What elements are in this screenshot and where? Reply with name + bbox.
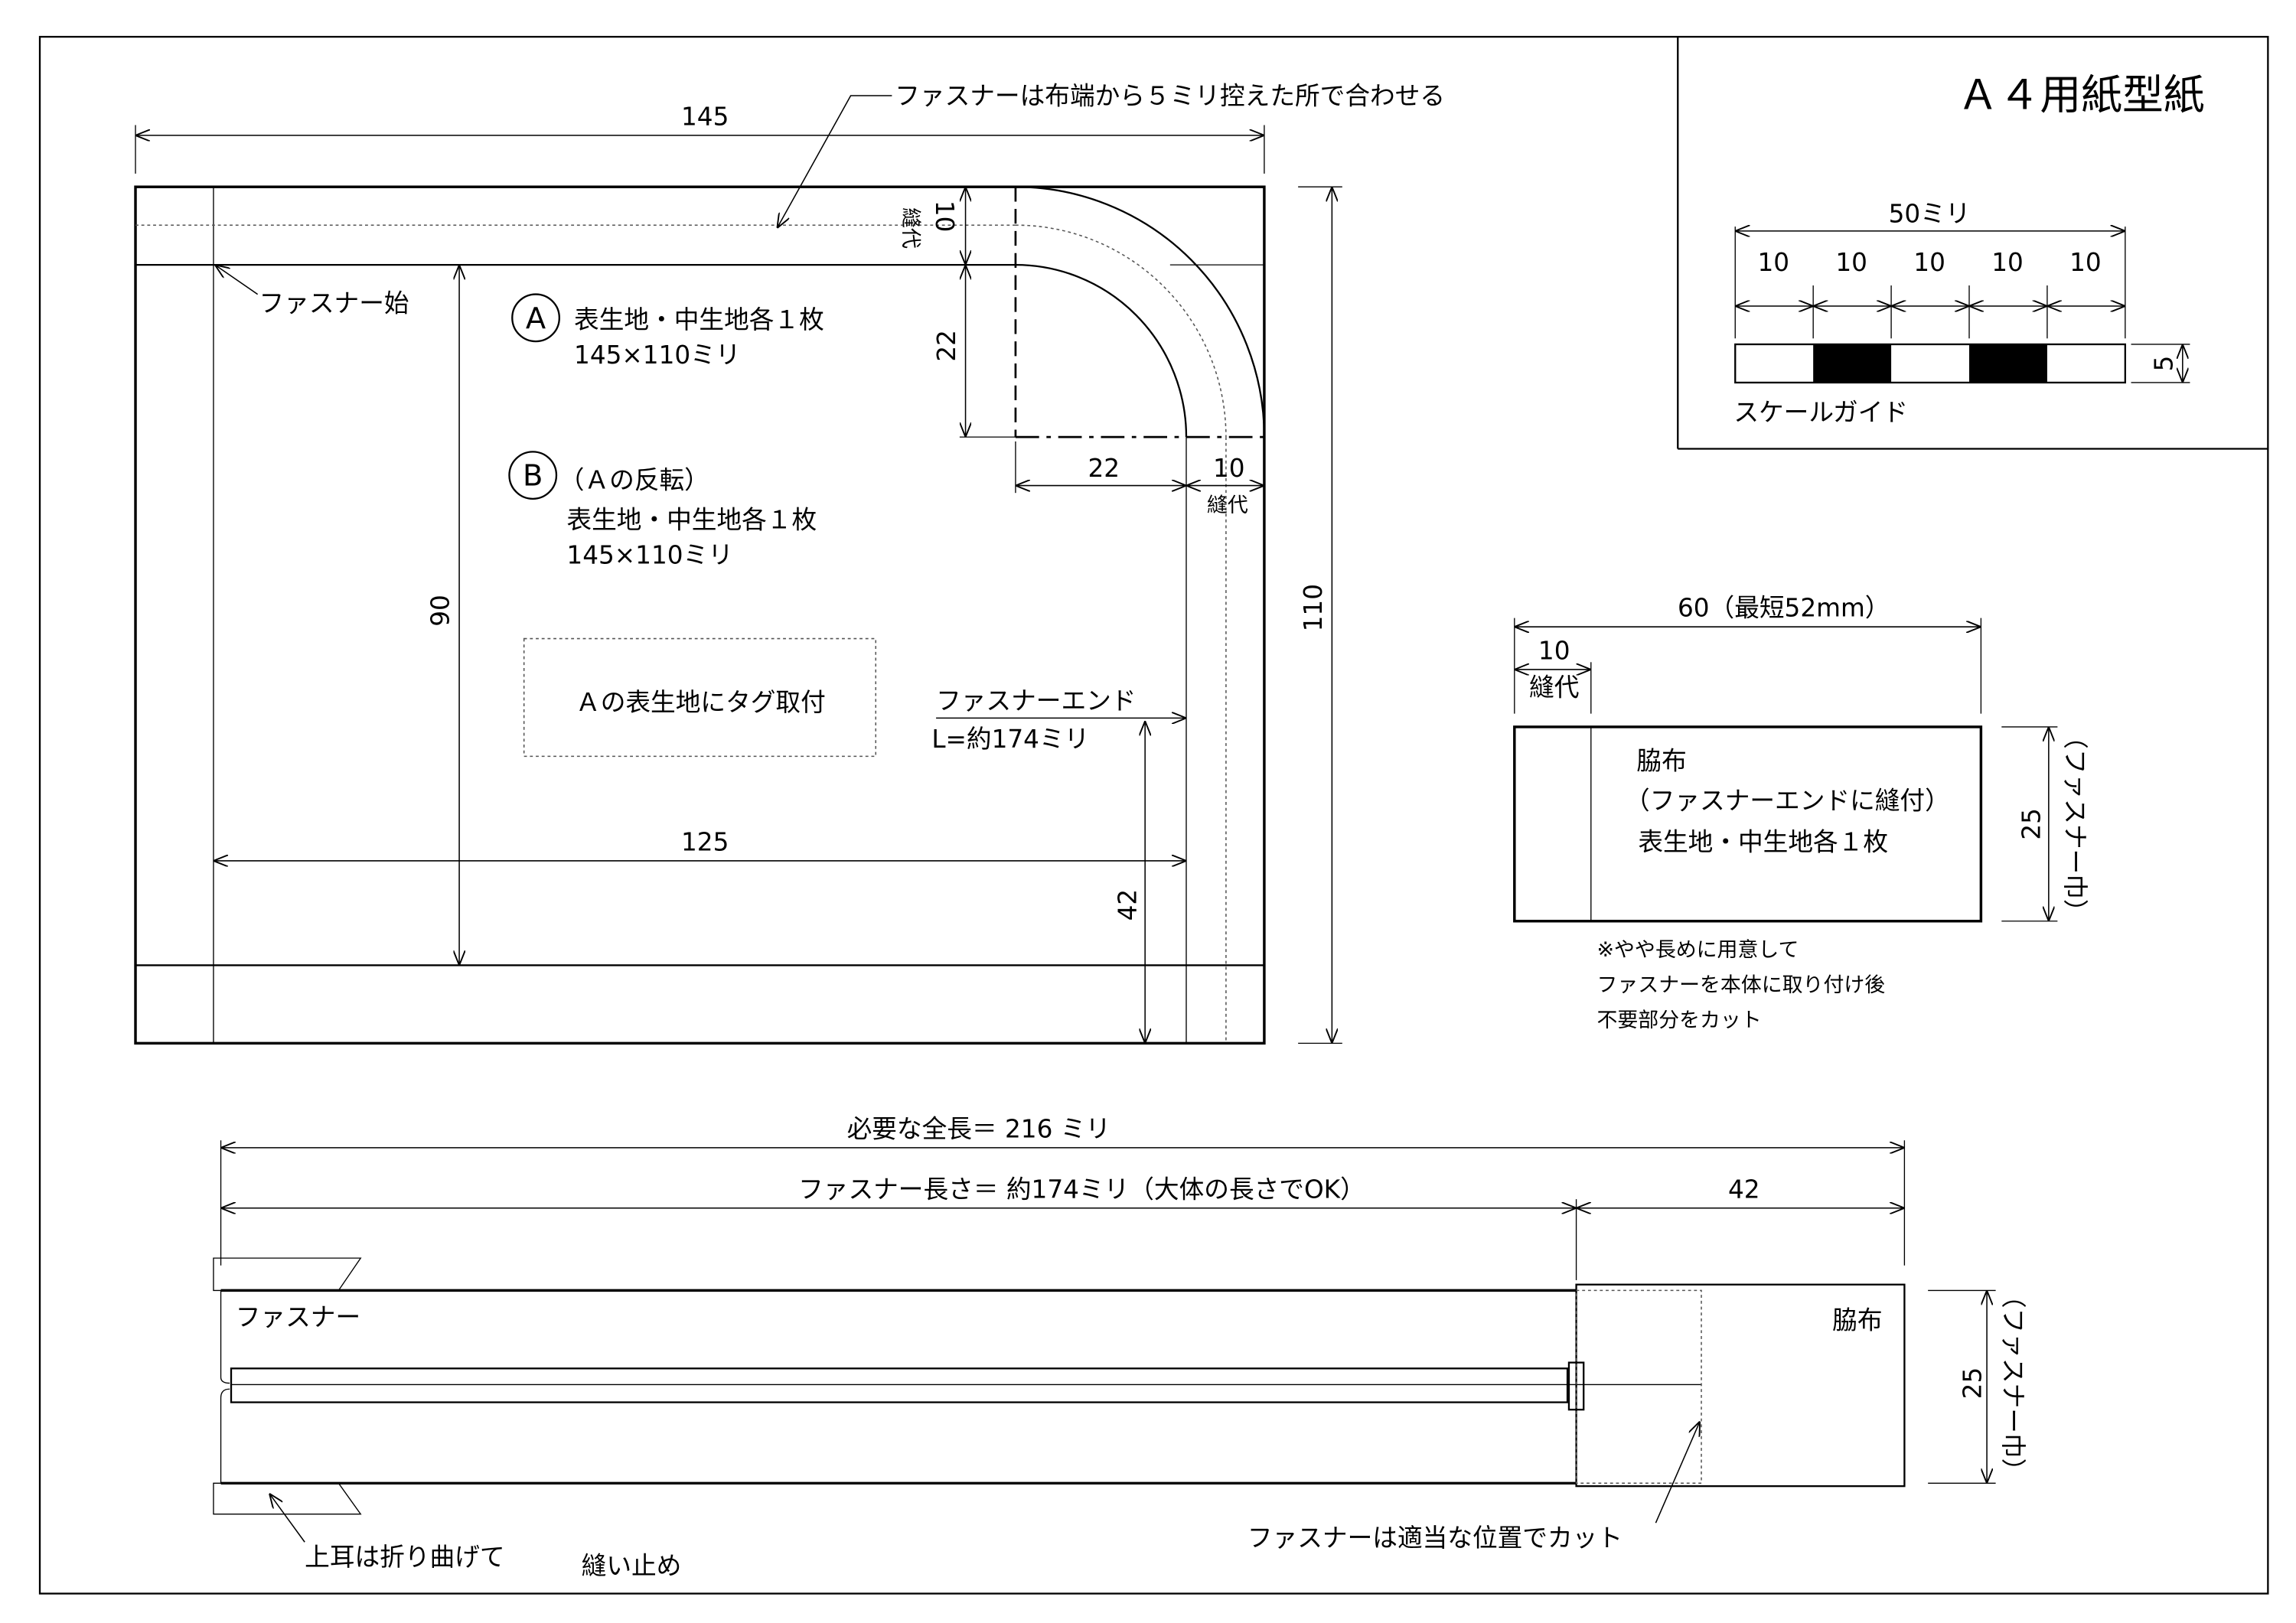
scale-segment-label: 10 xyxy=(2069,248,2102,277)
side-seam-caption: 縫代 xyxy=(1529,673,1579,702)
seam-right-label: 10 xyxy=(1213,454,1245,483)
side-length-label: 42 xyxy=(1728,1175,1760,1204)
sheet-border xyxy=(38,35,2269,1595)
width-label: 145 xyxy=(681,102,729,131)
height-label: 110 xyxy=(1299,584,1328,631)
zipper-end-label: ファスナーエンド xyxy=(936,686,1136,715)
cut-zone xyxy=(1575,1289,1702,1484)
zipper-length-label: L=約174ミリ xyxy=(931,725,1089,754)
cut-note: ファスナーは適当な位置でカット xyxy=(1247,1524,1623,1553)
side-seam-label: 10 xyxy=(1538,636,1570,665)
scale-segment-label: 10 xyxy=(1835,248,1867,277)
piece-b-mark: B xyxy=(523,459,543,494)
assembly-height-caption: （ファスナー巾） xyxy=(1998,1283,2027,1483)
zipper-caption: ファスナー xyxy=(236,1303,360,1332)
main-pattern: ファスナーは布端から５ミリ控えた所で合わせる 145 110 10 縫代 22 … xyxy=(134,82,1445,1045)
piece-a-mark: A xyxy=(526,301,546,336)
corner-vertical-label: 22 xyxy=(932,330,961,362)
end-height-label: 42 xyxy=(1114,889,1143,921)
top-note: ファスナーは布端から５ミリ控えた所で合わせる xyxy=(895,82,1445,111)
scale-black-cell xyxy=(1813,344,1892,383)
piece-b-line2: 145×110ミリ xyxy=(566,540,732,569)
title-block: Ａ４用紙型紙 50ミリ 10 10 10 10 10 xyxy=(1677,37,2268,450)
side-count: 表生地・中生地各１枚 xyxy=(1638,827,1888,856)
corner-horizontal-label: 22 xyxy=(1088,454,1120,483)
inner-corner-curve xyxy=(1015,263,1188,438)
outer-corner-curve xyxy=(1015,186,1266,438)
inner-width-label: 125 xyxy=(681,827,729,856)
side-width-label: 60（最短52mm） xyxy=(1678,594,1890,623)
seam-top-label: 10 xyxy=(930,200,959,233)
zipper-start-label: ファスナー始 xyxy=(259,289,409,318)
side-note: ※やや長めに用意して xyxy=(1596,938,1799,962)
scale-total-label: 50ミリ xyxy=(1889,199,1971,228)
seam-top-caption: 縫代 xyxy=(899,207,922,249)
stitch-corner-curve xyxy=(1015,224,1227,438)
scale-segment-label: 10 xyxy=(1991,248,2024,277)
side-note: 不要部分をカット xyxy=(1596,1009,1761,1032)
total-length-label: 必要な全長＝ 216 ミリ xyxy=(847,1114,1111,1143)
side-note: ファスナーを本体に取り付け後 xyxy=(1596,973,1885,997)
tag-note: Ａの表生地にタグ取付 xyxy=(576,688,826,717)
piece-b-mark-circle xyxy=(508,451,558,500)
scale-segment-label: 10 xyxy=(1757,248,1789,277)
piece-a-line1: 表生地・中生地各１枚 xyxy=(574,305,824,334)
seam-right-caption: 縫代 xyxy=(1207,494,1248,517)
zipper-length-dim-label: ファスナー長さ＝ 約174ミリ（大体の長さでOK） xyxy=(798,1175,1365,1204)
scale-caption: スケールガイド xyxy=(1733,398,1908,427)
piece-a-line2: 145×110ミリ xyxy=(574,341,740,370)
side-cloth-pattern: 60（最短52mm） 10 縫代 脇布 （ファスナーエンドに縫付） 表生地・中生… xyxy=(1513,594,2089,1032)
side-name: 脇布 xyxy=(1636,747,1686,776)
side-height-caption: （ファスナー巾） xyxy=(2060,724,2089,924)
fold-note-2: 縫い止め xyxy=(582,1552,682,1581)
piece-b-sub: （Ａの反転） xyxy=(559,465,709,494)
side-caption: 脇布 xyxy=(1832,1305,1882,1335)
scale-segment-label: 10 xyxy=(1913,248,1945,277)
side-sub: （ファスナーエンドに縫付） xyxy=(1625,787,1950,816)
zipper-teeth xyxy=(230,1367,1569,1403)
assembly-height-label: 25 xyxy=(1958,1367,1987,1400)
side-height-label: 25 xyxy=(2017,808,2046,840)
zipper-assembly: 必要な全長＝ 216 ミリ ファスナー長さ＝ 約174ミリ（大体の長さでOK） … xyxy=(213,1114,2027,1581)
fold-note-1: 上耳は折り曲げて xyxy=(305,1543,504,1572)
sheet-title: Ａ４用紙型紙 xyxy=(1958,70,2205,119)
scale-guide: 50ミリ 10 10 10 10 10 5 スケールガイド xyxy=(1733,199,2190,427)
piece-a-mark-circle xyxy=(511,293,560,343)
scale-black-cell xyxy=(1968,344,2047,383)
piece-b-line1: 表生地・中生地各１枚 xyxy=(566,505,817,534)
scale-height-label: 5 xyxy=(2149,356,2178,372)
inner-height-label: 90 xyxy=(426,595,455,627)
tag-box xyxy=(523,637,877,758)
